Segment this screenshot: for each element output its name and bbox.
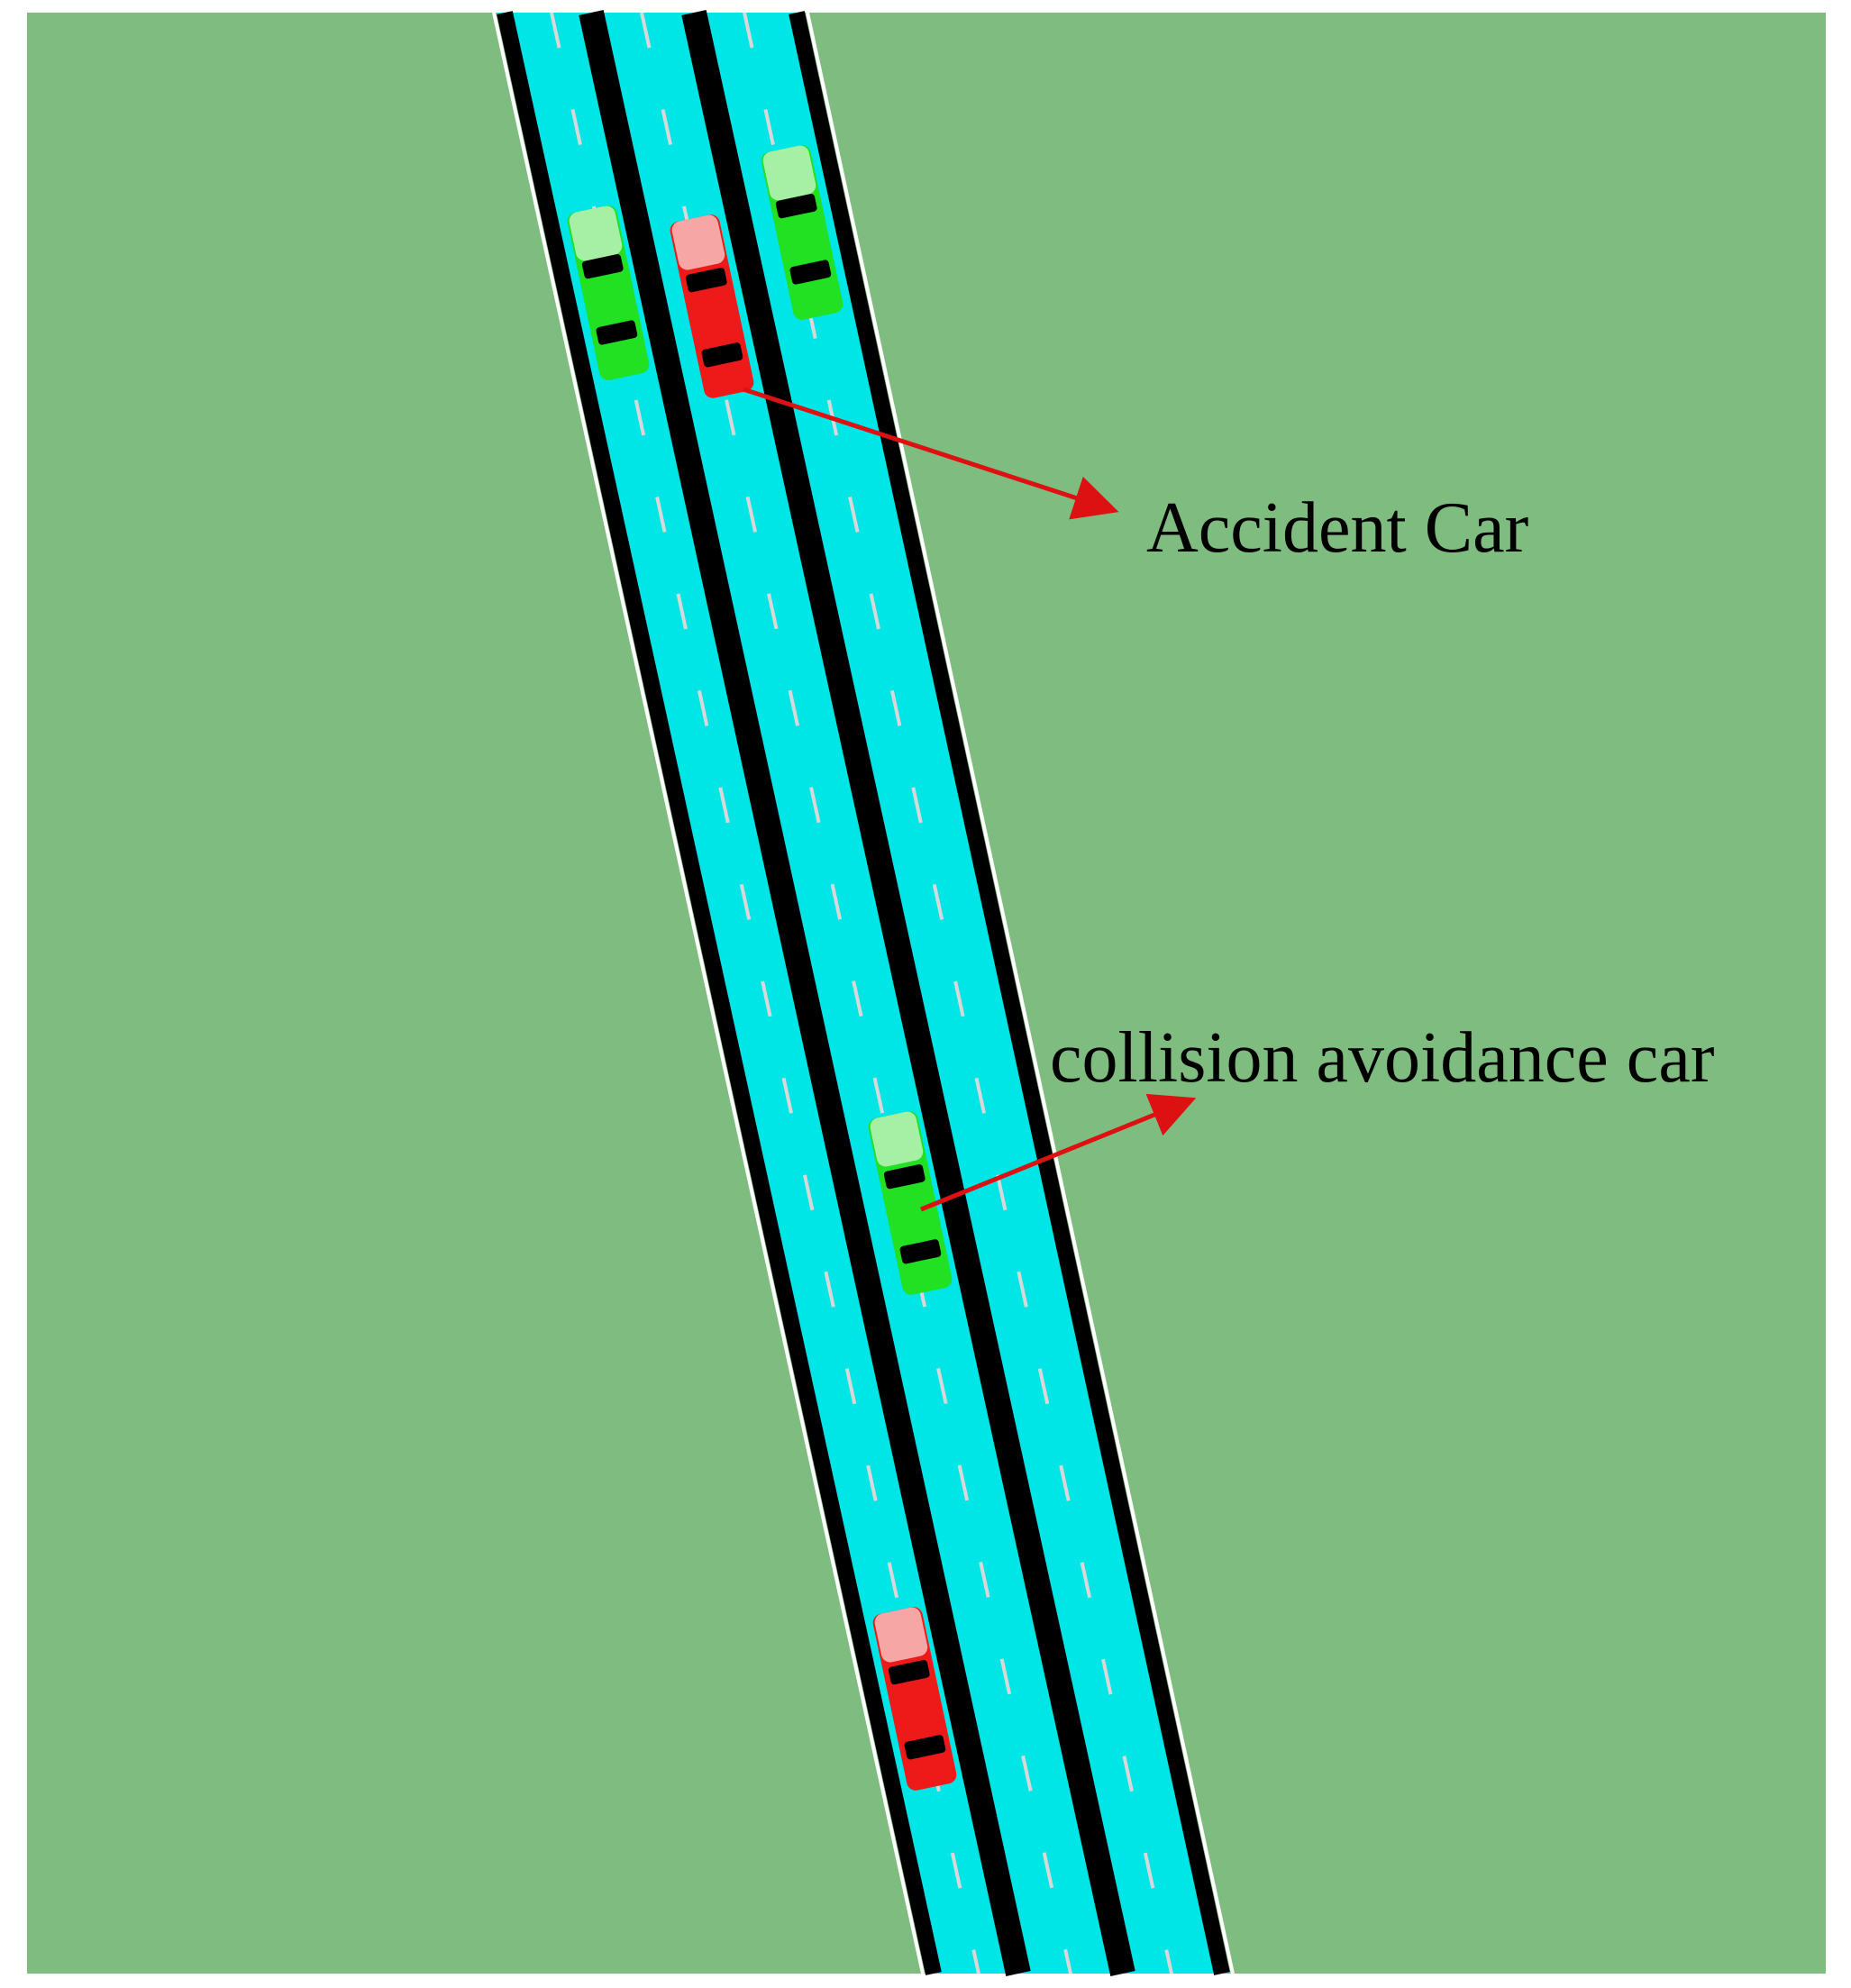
accident-car-label: Accident Car: [1146, 488, 1528, 568]
collision-avoidance-car: [868, 1111, 953, 1295]
road-surface: [497, 13, 1229, 1974]
normal-car-top-left: [567, 205, 650, 380]
accident-car-bottom: [872, 1607, 957, 1791]
avoidance-car-label: collision avoidance car: [1050, 1018, 1714, 1098]
normal-car-top-right: [761, 145, 843, 320]
lane-divider-1: [579, 10, 1031, 1976]
accident-car-arrow: [743, 387, 1119, 520]
road-edge-right: [789, 11, 1230, 1975]
dashed-lane-line-1: [550, 12, 980, 1974]
dashed-lane-line-3: [743, 12, 1173, 1974]
accident-car-top: [670, 214, 754, 398]
avoidance-car-arrow: [920, 1093, 1197, 1212]
lane-divider-2: [681, 10, 1135, 1976]
dashed-lane-line-2: [640, 12, 1072, 1974]
road-edge-left-white: [492, 12, 925, 1974]
road-edge-left: [497, 11, 942, 1975]
road-edge-right-white: [806, 12, 1235, 1974]
